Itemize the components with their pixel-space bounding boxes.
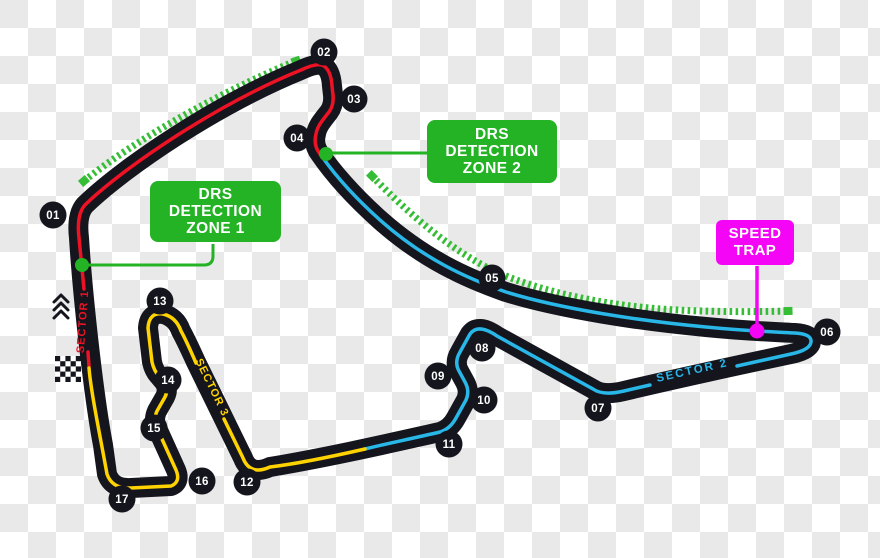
drs-detection-dot-2	[319, 147, 333, 161]
drs-zone-1-line-3: ZONE 1	[186, 220, 245, 237]
drs-zone-2-line-1: DRS	[475, 126, 509, 143]
chevrons-up-icon	[52, 293, 70, 320]
speed-trap-line-2: TRAP	[733, 241, 777, 259]
turn-marker-07: 07	[584, 394, 612, 422]
svg-text:07: 07	[591, 403, 604, 415]
sector-2-line	[321, 156, 813, 451]
drs-zone-1-line-2: DETECTION	[168, 203, 263, 220]
svg-text:03: 03	[347, 94, 360, 106]
svg-text:10: 10	[477, 395, 490, 407]
drs-zone-1-connector-line	[82, 244, 215, 267]
drs-zone-2-line-3: ZONE 2	[462, 160, 522, 177]
sector-1-line	[76, 62, 335, 368]
turn-marker-14: 14	[154, 366, 182, 394]
svg-text:05: 05	[485, 273, 499, 285]
svg-text:11: 11	[443, 439, 456, 451]
drs-zone-2-start-marker	[365, 169, 379, 183]
checkered-flag-icon	[55, 356, 81, 382]
svg-text:12: 12	[240, 477, 253, 489]
speed-trap-line-1: SPEED	[728, 225, 782, 242]
svg-text:08: 08	[475, 343, 489, 355]
sector-1-label: SECTOR 1	[75, 290, 91, 353]
turn-marker-03: 03	[340, 85, 368, 113]
svg-text:09: 09	[431, 371, 444, 383]
turn-marker-01: 01	[39, 201, 67, 229]
svg-text:16: 16	[195, 476, 208, 488]
svg-text:15: 15	[147, 423, 161, 435]
drs-zone-1-start-marker	[77, 175, 91, 187]
speed-trap-label: SPEED TRAP	[716, 220, 794, 265]
svg-text:01: 01	[46, 210, 60, 222]
drs-zone-1-line-1: DRS	[198, 186, 233, 203]
svg-text:06: 06	[820, 327, 833, 339]
turn-marker-11: 11	[435, 430, 463, 458]
turn-marker-02: 02	[310, 38, 338, 66]
turn-marker-06: 06	[813, 318, 841, 346]
svg-text:13: 13	[153, 296, 166, 308]
turn-marker-15: 15	[140, 414, 168, 442]
turn-marker-08: 08	[468, 334, 496, 362]
speed-trap-dot	[749, 323, 765, 339]
drs-detection-dot-1	[75, 258, 89, 272]
svg-text:17: 17	[115, 494, 128, 506]
turn-marker-04: 04	[283, 124, 311, 152]
drs-zone-2-end-marker	[783, 306, 793, 316]
drs-detection-zone-2-label: DRS DETECTION ZONE 2	[427, 120, 557, 183]
svg-text:04: 04	[290, 133, 304, 145]
turn-marker-05: 05	[478, 264, 506, 292]
turn-marker-09: 09	[424, 362, 452, 390]
turn-marker-13: 13	[146, 287, 174, 315]
turn-marker-10: 10	[470, 386, 498, 414]
drs-detection-zone-1-label: DRS DETECTION ZONE 1	[150, 181, 281, 242]
svg-text:14: 14	[161, 375, 175, 387]
svg-text:02: 02	[317, 47, 330, 59]
turn-marker-12: 12	[233, 468, 261, 496]
turn-marker-16: 16	[188, 467, 216, 495]
drs-zone-2-line-2: DETECTION	[445, 143, 539, 160]
turn-marker-17: 17	[108, 485, 136, 513]
drs-zone-1-dashes	[81, 57, 298, 184]
